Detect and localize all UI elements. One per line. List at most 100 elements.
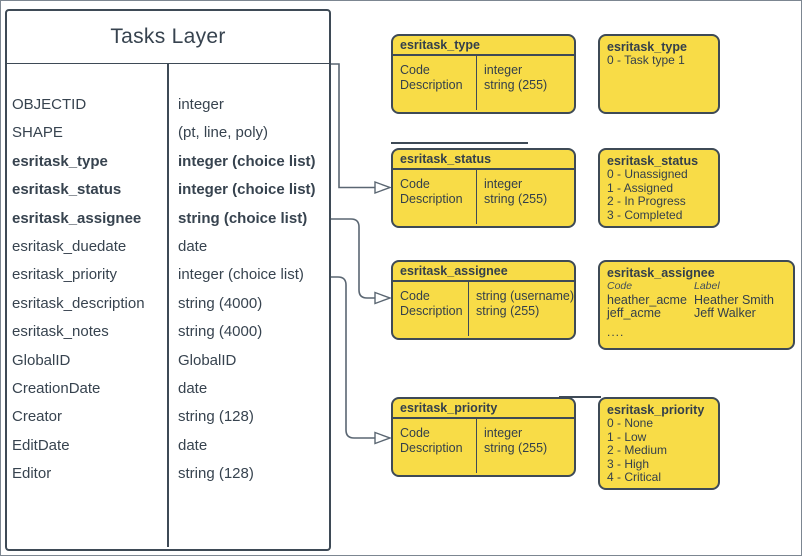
field-name: Editor	[12, 465, 52, 483]
field-type: integer (choice list)	[178, 266, 304, 284]
more-indicator: ....	[607, 324, 625, 339]
field-type: date	[178, 380, 208, 398]
field-box-esritask-type: esritask_type Code Description integer s…	[391, 34, 576, 114]
field-type: string (4000)	[178, 323, 263, 341]
field-name: esritask_type	[12, 152, 108, 170]
table-row: esritask_status integer (choice list)	[7, 176, 329, 204]
table-row: esritask_assignee string (choice list)	[7, 205, 329, 233]
domain-value: 3 - Completed	[607, 207, 683, 222]
domain-value: 2 - Medium	[607, 443, 668, 458]
field-type: date	[178, 436, 208, 454]
field-name: Creator	[12, 408, 63, 426]
arrowhead-status	[374, 180, 393, 195]
table-row: EditDate date	[7, 432, 329, 460]
field-name: CreationDate	[12, 380, 101, 398]
label-column-header: Label	[694, 280, 720, 293]
domain-value: 1 - Assigned	[607, 180, 674, 195]
field-box-title: esritask_type	[393, 36, 574, 56]
field-box-esritask-assignee: esritask_assignee Code Description strin…	[391, 260, 576, 340]
field-type: integer (choice list)	[178, 152, 316, 170]
connector-line-priority-domain	[559, 396, 601, 398]
domain-value: 0 - Task type 1	[607, 53, 685, 68]
row-value: integer	[484, 63, 523, 77]
field-name: esritask_notes	[12, 323, 109, 341]
domain-value: 4 - Critical	[607, 470, 662, 485]
field-box-title: esritask_priority	[393, 399, 574, 419]
table-row: esritask_duedate date	[7, 233, 329, 261]
field-name: esritask_priority	[12, 266, 118, 284]
row-label: Description	[400, 304, 463, 318]
connector-lines	[331, 63, 393, 445]
field-type: integer	[178, 96, 224, 113]
tasks-layer-fields: OBJECTID integer SHAPE (pt, line, poly) …	[7, 64, 329, 547]
assignee-code: heather_acme	[607, 292, 687, 307]
arrowhead-assignee	[374, 291, 393, 305]
field-name: EditDate	[12, 436, 70, 454]
field-box-title: esritask_status	[393, 150, 574, 170]
table-row: esritask_description string (4000)	[7, 290, 329, 318]
row-value: string (255)	[476, 304, 540, 318]
row-label: Code	[400, 426, 430, 440]
row-label: Code	[400, 289, 430, 303]
connector-priority	[331, 276, 375, 439]
table-row: esritask_priority integer (choice list)	[7, 261, 329, 289]
field-box-esritask-status: esritask_status Code Description integer…	[391, 148, 576, 228]
row-value: string (255)	[484, 78, 548, 92]
row-value: string (255)	[484, 192, 548, 206]
assignee-label: Heather Smith	[694, 292, 774, 307]
row-value: integer	[484, 177, 523, 191]
connector-line-status-domain	[391, 142, 528, 144]
connector-assignee	[331, 218, 375, 299]
assignee-label: Jeff Walker	[694, 306, 756, 321]
field-type: string (128)	[178, 408, 254, 426]
field-type: integer (choice list)	[178, 181, 316, 199]
row-label: Description	[400, 192, 463, 206]
row-value: string (username)	[476, 289, 574, 303]
table-row: SHAPE (pt, line, poly)	[7, 119, 329, 147]
field-name: esritask_duedate	[12, 238, 127, 256]
field-box-esritask-priority: esritask_priority Code Description integ…	[391, 397, 576, 477]
field-name: SHAPE	[12, 124, 63, 142]
field-name: esritask_assignee	[12, 209, 142, 227]
tasks-layer-title: Tasks Layer	[7, 11, 329, 64]
domain-title: esritask_assignee	[607, 266, 715, 280]
domain-title: esritask_status	[607, 154, 699, 168]
field-name: GlobalID	[12, 351, 71, 369]
code-column-header: Code	[607, 280, 633, 293]
table-row: Creator string (128)	[7, 403, 329, 431]
field-type: string (choice list)	[178, 209, 308, 227]
domain-box-esritask-type: esritask_type 0 - Task type 1	[598, 34, 720, 114]
row-label: Code	[400, 63, 430, 77]
row-value: string (255)	[484, 441, 548, 455]
domain-title: esritask_priority	[607, 403, 705, 417]
field-name: esritask_description	[12, 294, 145, 312]
table-row: CreationDate date	[7, 375, 329, 403]
domain-value: 1 - Low	[607, 429, 647, 444]
domain-box-esritask-assignee: esritask_assignee Code Label heather_acm…	[598, 260, 795, 350]
field-type: string (128)	[178, 465, 254, 483]
field-type: date	[178, 238, 208, 256]
column-divider	[167, 64, 169, 547]
table-row: Editor string (128)	[7, 460, 329, 488]
table-row: OBJECTID integer	[7, 91, 329, 119]
row-label: Code	[400, 177, 430, 191]
domain-value: 3 - High	[607, 456, 650, 471]
row-label: Description	[400, 441, 463, 455]
domain-title: esritask_type	[607, 40, 687, 54]
table-row: esritask_notes string (4000)	[7, 318, 329, 346]
field-type: (pt, line, poly)	[178, 124, 269, 142]
row-value: integer	[484, 426, 523, 440]
field-name: esritask_status	[12, 181, 122, 199]
assignee-code: jeff_acme	[607, 306, 661, 321]
table-row: GlobalID GlobalID	[7, 347, 329, 375]
domain-value: 2 - In Progress	[607, 194, 686, 209]
arrowhead-priority	[374, 431, 393, 445]
row-label: Description	[400, 78, 463, 92]
domain-value: 0 - Unassigned	[607, 167, 688, 182]
field-type: string (4000)	[178, 294, 263, 312]
domain-value: 0 - None	[607, 416, 654, 431]
tasks-layer-table: Tasks Layer OBJECTID integer SHAPE (pt, …	[5, 9, 331, 551]
